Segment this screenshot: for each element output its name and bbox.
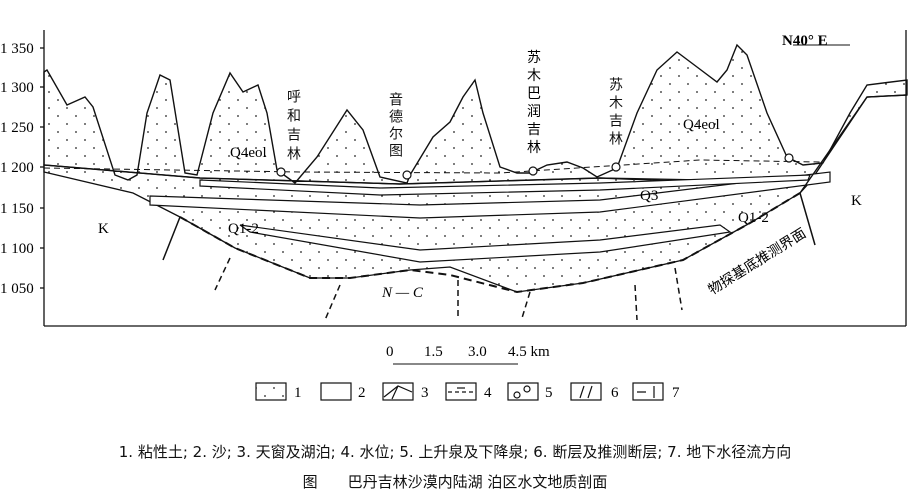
- y-tick: 1 350: [0, 41, 34, 57]
- svg-text:林: 林: [527, 140, 541, 156]
- faults: [162, 192, 816, 321]
- water-table: [43, 159, 821, 174]
- springs: [276, 153, 794, 180]
- svg-text:7: 7: [672, 385, 680, 401]
- unit-q12-right: Q1-2: [738, 210, 769, 226]
- figure-title: 图 巴丹吉林沙漠内陆湖 泊区水文地质剖面: [302, 473, 608, 491]
- svg-text:吉: 吉: [527, 122, 541, 138]
- svg-text:2: 2: [358, 385, 366, 401]
- place-yindeertu: 音德尔图: [387, 92, 403, 160]
- svg-text:0: 0: [386, 344, 394, 360]
- y-tick: 1 300: [0, 80, 34, 96]
- svg-text:木: 木: [527, 68, 541, 84]
- svg-text:苏: 苏: [527, 50, 541, 66]
- y-tick: 1 150: [0, 201, 34, 217]
- legend-numbers: 1 2 3 4 5 6 7: [294, 385, 680, 401]
- svg-text:巴: 巴: [527, 86, 541, 102]
- y-ticks: [40, 47, 44, 289]
- svg-text:1: 1: [294, 385, 302, 401]
- legend-caption: 1. 粘性土; 2. 沙; 3. 天窗及湖泊; 4. 水位; 5. 上升泉及下降…: [118, 443, 792, 461]
- unit-k-right: K: [851, 193, 862, 209]
- y-tick: 1 100: [0, 241, 34, 257]
- scale-bar: 0 1.5 3.0 4.5 km: [386, 344, 550, 365]
- unit-nc: N — C: [381, 285, 424, 301]
- clay-layers: [149, 171, 831, 263]
- svg-text:1.5: 1.5: [424, 344, 443, 360]
- svg-text:4: 4: [484, 385, 492, 401]
- unit-labels: Q4eol Q4eol Q3 Q1-2 Q1-2 K K N — C: [98, 117, 862, 301]
- unit-q4-left: Q4eol: [230, 145, 267, 161]
- place-huhejilin: 呼和吉林: [285, 89, 301, 165]
- y-tick: 1 200: [0, 160, 34, 176]
- svg-text:3.0: 3.0: [468, 344, 487, 360]
- y-tick: 1 050: [0, 281, 34, 297]
- svg-text:5: 5: [545, 385, 553, 401]
- basement-boundary-dashed: [179, 192, 801, 294]
- unit-q12-left: Q1-2: [228, 221, 259, 237]
- svg-text:3: 3: [421, 385, 429, 401]
- svg-text:润: 润: [527, 104, 541, 120]
- dune-sand: [43, 43, 908, 186]
- unit-q3: Q3: [640, 188, 658, 204]
- legend: [255, 382, 664, 401]
- y-tick-labels: 1 350 1 300 1 250 1 200 1 150 1 100 1 05…: [0, 41, 34, 297]
- orientation-label: N40° E: [782, 33, 828, 49]
- y-tick: 1 250: [0, 120, 34, 136]
- svg-text:4.5 km: 4.5 km: [508, 344, 550, 360]
- place-sumujilin: 苏木吉林: [607, 77, 623, 149]
- unit-q4-right: Q4eol: [683, 117, 720, 133]
- svg-text:6: 6: [611, 385, 619, 401]
- unit-k-left: K: [98, 221, 109, 237]
- k-boundary-right: [799, 94, 908, 194]
